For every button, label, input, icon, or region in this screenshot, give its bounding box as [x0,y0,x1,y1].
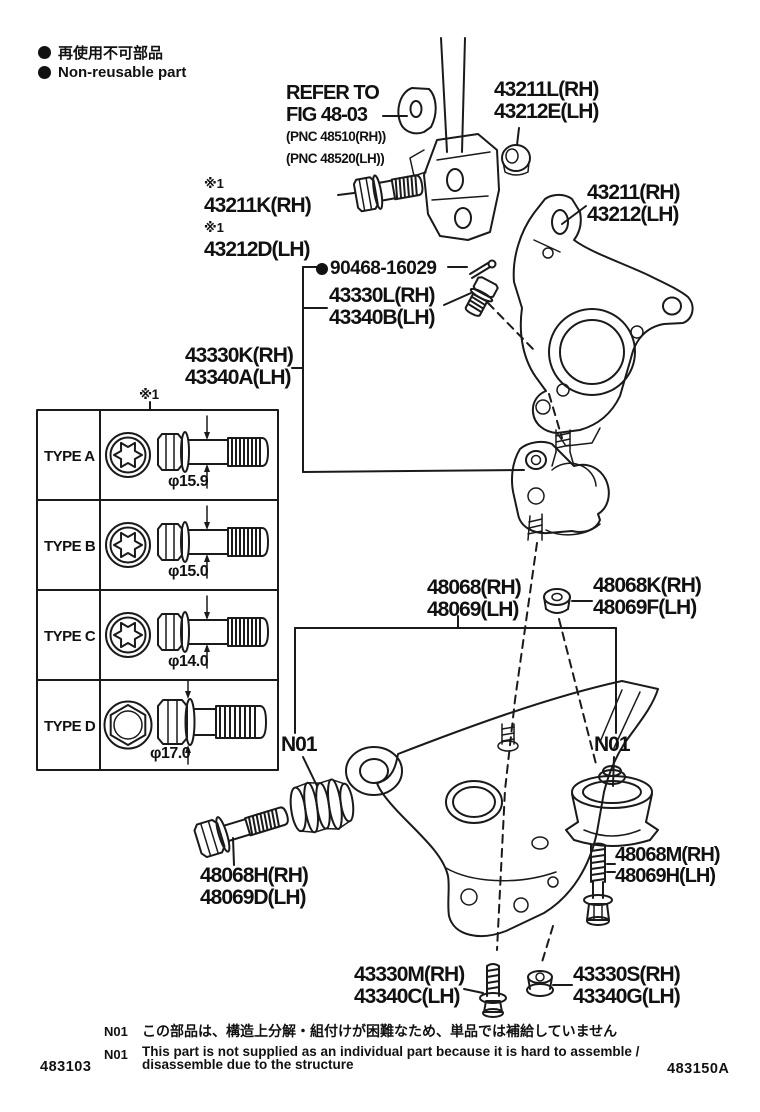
type-d-label: TYPE D [44,718,96,735]
type-c-diameter: φ14.0 [168,653,209,670]
label-knuckle: 43211(RH) 43212(LH) [587,181,681,226]
refer-pnc-rh: (PNC 48510(RH)) [286,129,386,144]
non-reusable-dot-icon [316,263,328,275]
figure-code-left: 483103 [40,1059,92,1075]
non-reusable-dot-icon [38,46,51,59]
label-ball-joint-bolt: 43330L(RH) 43340B(LH) [329,284,436,329]
cotter-pin-drawing [469,259,497,279]
label-lower-ball-bolt: 43330M(RH) 43340C(LH) [354,963,465,1008]
strut-nut-drawing [501,144,531,176]
type-a-label: TYPE A [44,448,95,465]
ball-joint-drawing [511,429,610,541]
n01-callout-left: N01 [281,733,318,756]
front-bolt-drawing [193,806,289,859]
note-en-line2: disassemble due to the structure [142,1057,354,1072]
rear-bushing-drawing [565,765,659,847]
label-strut-nut: 43211L(RH) 43212E(LH) [494,78,599,123]
label-front-bolt: 48068H(RH) 48069D(LH) [200,864,309,909]
refer-to-note: REFER TO FIG 48-03 (PNC 48510(RH)) (PNC … [286,82,386,170]
hex-nut-face [103,700,153,750]
strut-bolt-drawing [352,174,424,213]
label-ball-joint: 43330K(RH) 43340A(LH) [185,344,294,389]
type-c-label: TYPE C [44,628,96,645]
assembly-dash-lines [487,302,598,963]
non-reusable-dot-icon [38,66,51,79]
type-d-bolt [157,679,267,765]
n01-callout-right: N01 [594,733,631,756]
refer-pnc-lh: (PNC 48520(LH)) [286,151,385,166]
rear-bolt-drawing [583,842,613,926]
lower-ball-nut-drawing [526,970,554,997]
refer-line1: REFER TO [286,82,380,104]
note-jp-text: この部品は、構造上分解・組付けが困難なため、単品では補給していません [142,1023,618,1039]
label-rear-bolt: 48068M(RH) 48069H(LH) [615,844,720,887]
arm-nut-drawing [543,588,571,614]
legend-non-reusable-jp: 再使用不可部品 [38,42,163,63]
note-en-line1: This part is not supplied as an individu… [142,1044,640,1059]
type-table [36,409,279,771]
table-asterisk: ※1 [139,387,159,402]
type-b-diameter: φ15.0 [168,563,209,580]
label-arm-nut: 48068K(RH) 48069F(LH) [593,574,702,619]
knuckle-ball-bolt-drawing [464,276,499,317]
label-arm: 48068(RH) 48069(LH) [427,576,522,621]
front-bushing-drawing [289,778,355,834]
note-code-en: N01 [104,1047,128,1062]
refer-line2: FIG 48-03 [286,104,368,126]
leader-lines [149,115,617,994]
strut-drawing [397,37,500,241]
label-cotter-pin: 90468-16029 [316,258,437,280]
knuckle-drawing [512,193,694,447]
type-a-diameter: φ15.9 [168,473,209,490]
legend-en-text: Non-reusable part [58,64,187,81]
type-d-diameter: φ17.0 [150,745,191,762]
legend-jp-text: 再使用不可部品 [58,45,164,62]
type-b-label: TYPE B [44,538,96,555]
note-code-jp: N01 [104,1024,128,1039]
label-lower-ball-nut: 43330S(RH) 43340G(LH) [573,963,681,1008]
legend-non-reusable-en: Non-reusable part [38,64,186,81]
figure-code-right: 483150A [667,1061,730,1077]
lower-ball-bolt-drawing [479,963,507,1018]
lower-arm-drawing [345,680,659,937]
